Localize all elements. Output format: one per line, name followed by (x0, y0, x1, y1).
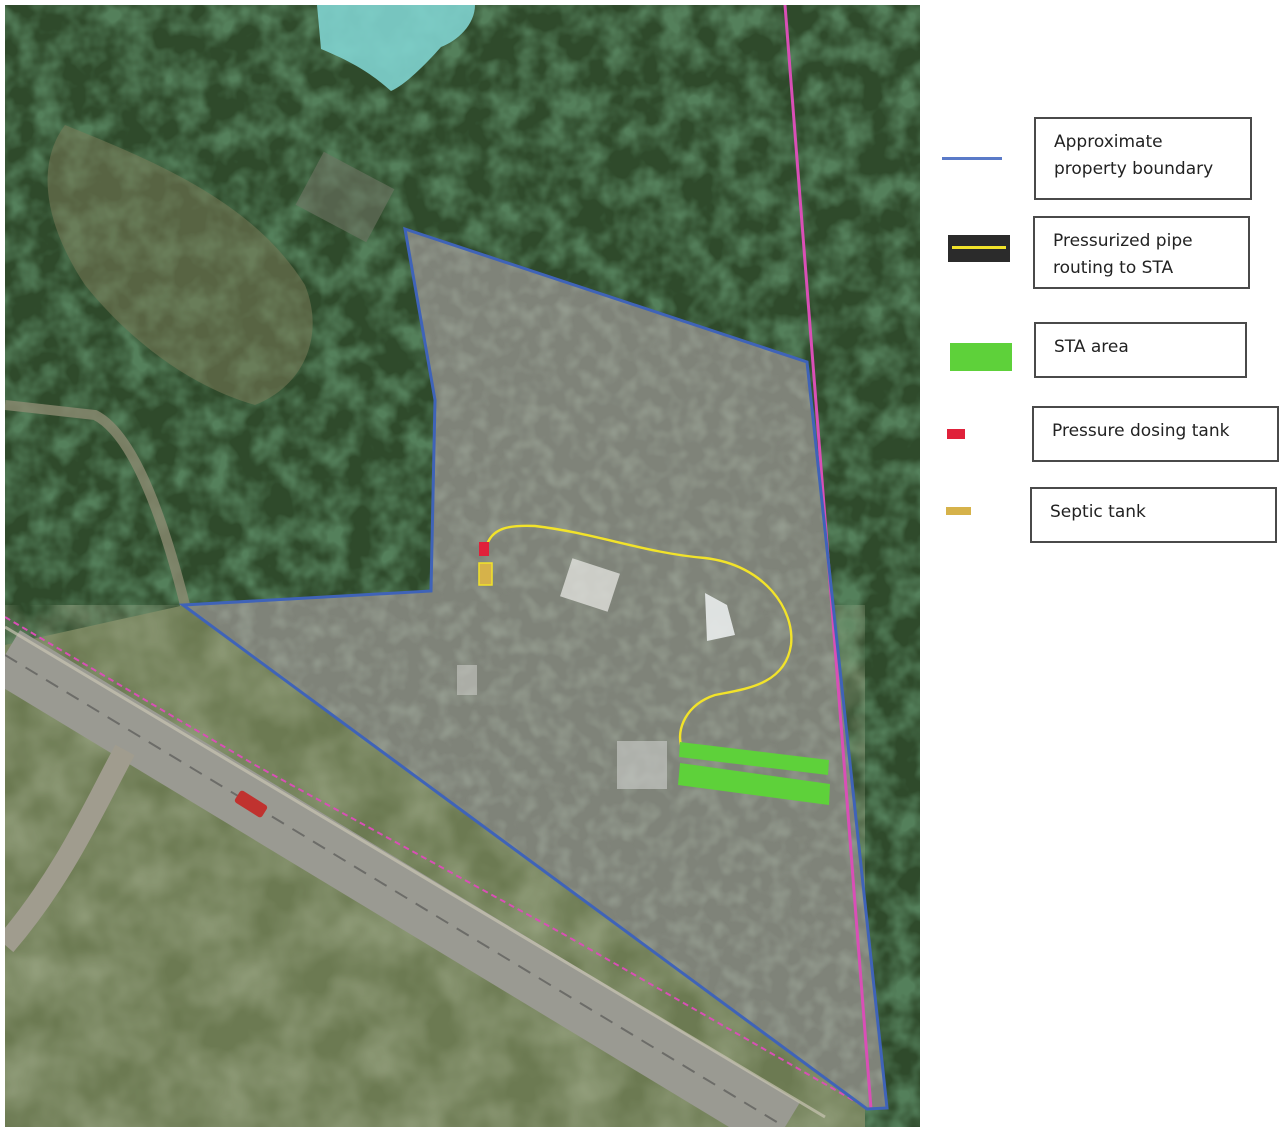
legend-symbol-green-rectangle (950, 343, 1012, 371)
sta-area-2 (678, 763, 830, 805)
legend-label-septic-tank: Septic tank (1030, 487, 1277, 543)
legend-label-sta-area: STA area (1034, 322, 1247, 378)
aerial-site-map (5, 5, 920, 1127)
pressurized-pipe (484, 524, 793, 746)
legend-symbol-tan-rectangle (946, 507, 971, 515)
legend-symbol-blue-line (942, 157, 1002, 160)
aerial-map-svg (5, 5, 920, 1127)
septic-tank (478, 562, 493, 586)
car (234, 790, 268, 818)
legend-symbol-yellow-line-on-black (948, 235, 1010, 262)
highway-centerline (5, 654, 786, 1127)
building-roof-left (295, 151, 395, 243)
legend-text-line: STA area (1054, 337, 1129, 357)
property-boundary (178, 226, 889, 1111)
field-texture (5, 605, 865, 1127)
legend-text-line: routing to STA (1053, 258, 1174, 278)
highway-shoulder (5, 625, 826, 1119)
parcel-line-south (5, 616, 866, 1108)
sta-area-1 (679, 742, 829, 775)
legend-text-line: property boundary (1054, 159, 1214, 179)
legend-label-property-boundary: Approximate property boundary (1034, 117, 1252, 200)
legend-text-line: Pressurized pipe (1053, 231, 1193, 251)
legend-text-line: Approximate (1054, 132, 1163, 152)
legend-symbol-yellow-stripe (952, 246, 1006, 249)
pond (317, 5, 475, 91)
pressure-dosing-tank (479, 542, 489, 556)
clearing (47, 125, 313, 405)
legend-label-pressure-dosing-tank: Pressure dosing tank (1032, 406, 1279, 462)
legend-text-line: Septic tank (1050, 502, 1146, 522)
legend-text-line: Pressure dosing tank (1052, 421, 1230, 441)
legend-symbol-red-rectangle (947, 429, 965, 439)
side-road (5, 744, 135, 953)
legend-label-pressurized-pipe: Pressurized pipe routing to STA (1033, 216, 1250, 289)
